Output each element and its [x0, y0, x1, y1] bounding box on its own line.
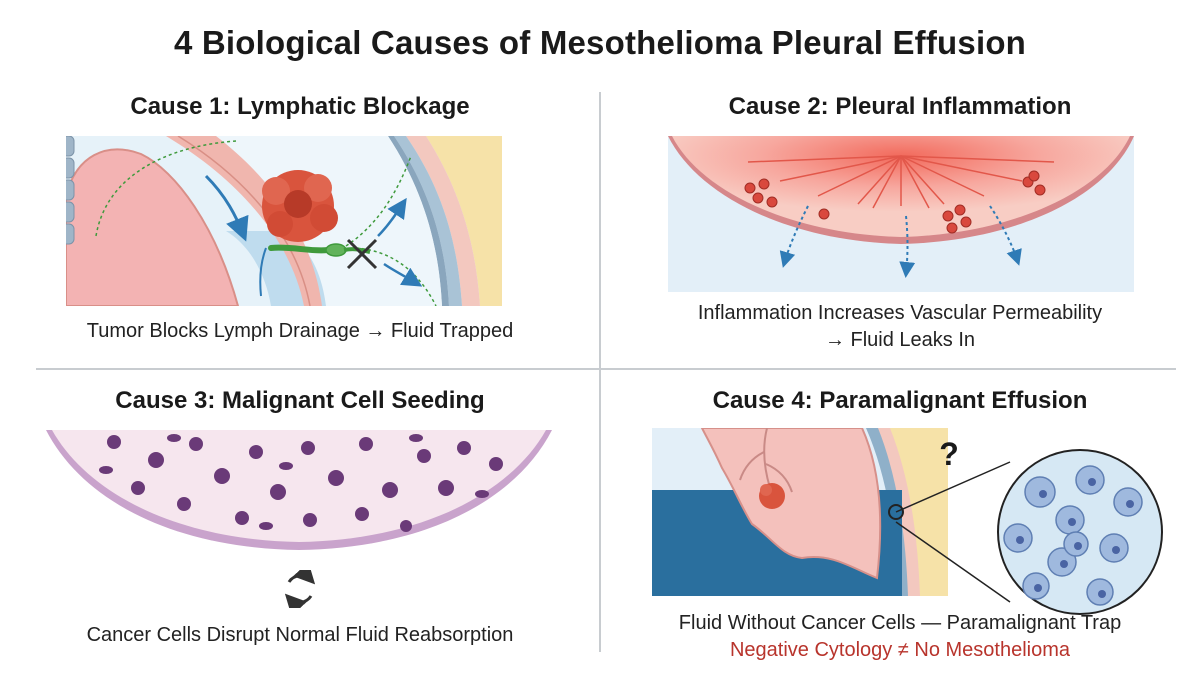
- panel-4-warning: Negative Cytology ≠ No Mesothelioma: [620, 637, 1180, 664]
- panel-3-caption: Cancer Cells Disrupt Normal Fluid Reabso…: [30, 622, 570, 649]
- panel-2-caption-line2: → Fluid Leaks In: [620, 327, 1180, 354]
- panel-4-heading: Cause 4: Paramalignant Effusion: [650, 387, 1150, 415]
- panel-1-heading: Cause 1: Lymphatic Blockage: [60, 93, 540, 121]
- panel-1-caption: Tumor Blocks Lymph Drainage → Fluid Trap…: [40, 318, 560, 345]
- main-title: 4 Biological Causes of Mesothelioma Pleu…: [0, 24, 1200, 62]
- horizontal-divider: [36, 368, 1176, 370]
- panel-2-caption-line1: Inflammation Increases Vascular Permeabi…: [620, 300, 1180, 327]
- panel-4-caption: Fluid Without Cancer Cells — Paramaligna…: [620, 610, 1180, 637]
- panel-3-heading: Cause 3: Malignant Cell Seeding: [60, 387, 540, 415]
- panel-2-heading: Cause 2: Pleural Inflammation: [650, 93, 1150, 121]
- cytology-zoom-illustration: [890, 440, 1180, 620]
- malignant-seeding-illustration: [46, 430, 552, 552]
- lymphatic-blockage-illustration: [66, 136, 502, 306]
- vertical-divider: [599, 92, 601, 652]
- recycle-cycle-icon: [281, 570, 319, 608]
- pleural-inflammation-illustration: [668, 136, 1134, 292]
